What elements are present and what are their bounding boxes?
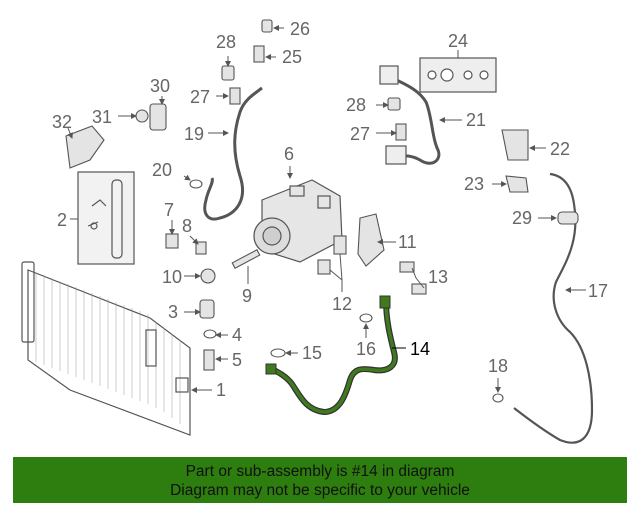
callout-9: 9: [242, 286, 252, 306]
callout-21: 21: [466, 110, 486, 130]
small-parts: [65, 19, 579, 403]
callout-7: 7: [164, 200, 174, 220]
callout-32: 32: [52, 112, 72, 132]
compressor: [253, 179, 343, 263]
callout-17: 17: [588, 281, 608, 301]
callout-19: 19: [184, 124, 204, 144]
callout-2: 2: [57, 210, 67, 230]
callout-24: 24: [448, 31, 468, 51]
callout-16: 16: [356, 339, 376, 359]
callout-15: 15: [302, 343, 322, 363]
callout-10: 10: [162, 267, 182, 287]
callout-3: 3: [168, 302, 178, 322]
callout-31: 31: [92, 107, 112, 127]
callout-12: 12: [332, 294, 352, 314]
condenser: [21, 261, 191, 436]
callout-11: 11: [398, 232, 417, 252]
liquid-line: [513, 172, 594, 444]
callout-8: 8: [182, 216, 192, 236]
callout-28-right: 28: [346, 95, 366, 115]
callout-5: 5: [232, 350, 242, 370]
callout-25: 25: [282, 47, 302, 67]
highlighted-part-14: [265, 295, 398, 416]
callout-30: 30: [150, 76, 170, 96]
bracket-kit: [77, 171, 135, 265]
leader-lines: [67, 25, 557, 393]
sealing-plate: [419, 57, 497, 93]
banner-line-1: Part or sub-assembly is #14 in diagram: [185, 463, 455, 480]
callout-26: 26: [290, 19, 310, 39]
callout-29: 29: [512, 208, 532, 228]
callout-22: 22: [550, 139, 570, 159]
callout-18: 18: [488, 356, 508, 376]
banner-line-2: Diagram may not be specific to your vehi…: [170, 482, 470, 499]
callout-13: 13: [428, 267, 448, 287]
callout-6: 6: [284, 144, 294, 164]
suction-hose: [203, 86, 263, 221]
callout-1: 1: [216, 380, 226, 400]
callout-27-right: 27: [350, 124, 370, 144]
notice-banner: Part or sub-assembly is #14 in diagram D…: [13, 457, 627, 503]
discharge-hose: [379, 65, 441, 165]
callout-28-left: 28: [216, 32, 236, 52]
callout-23: 23: [464, 174, 484, 194]
callout-14: 14: [410, 339, 430, 359]
callout-20: 20: [152, 160, 172, 180]
callout-4: 4: [232, 325, 242, 345]
parts-diagram: 1 2 3 4 5 6 7 8 9 10 11 12 13 14 15 16 1…: [21, 19, 608, 444]
callout-27-left: 27: [190, 87, 210, 107]
